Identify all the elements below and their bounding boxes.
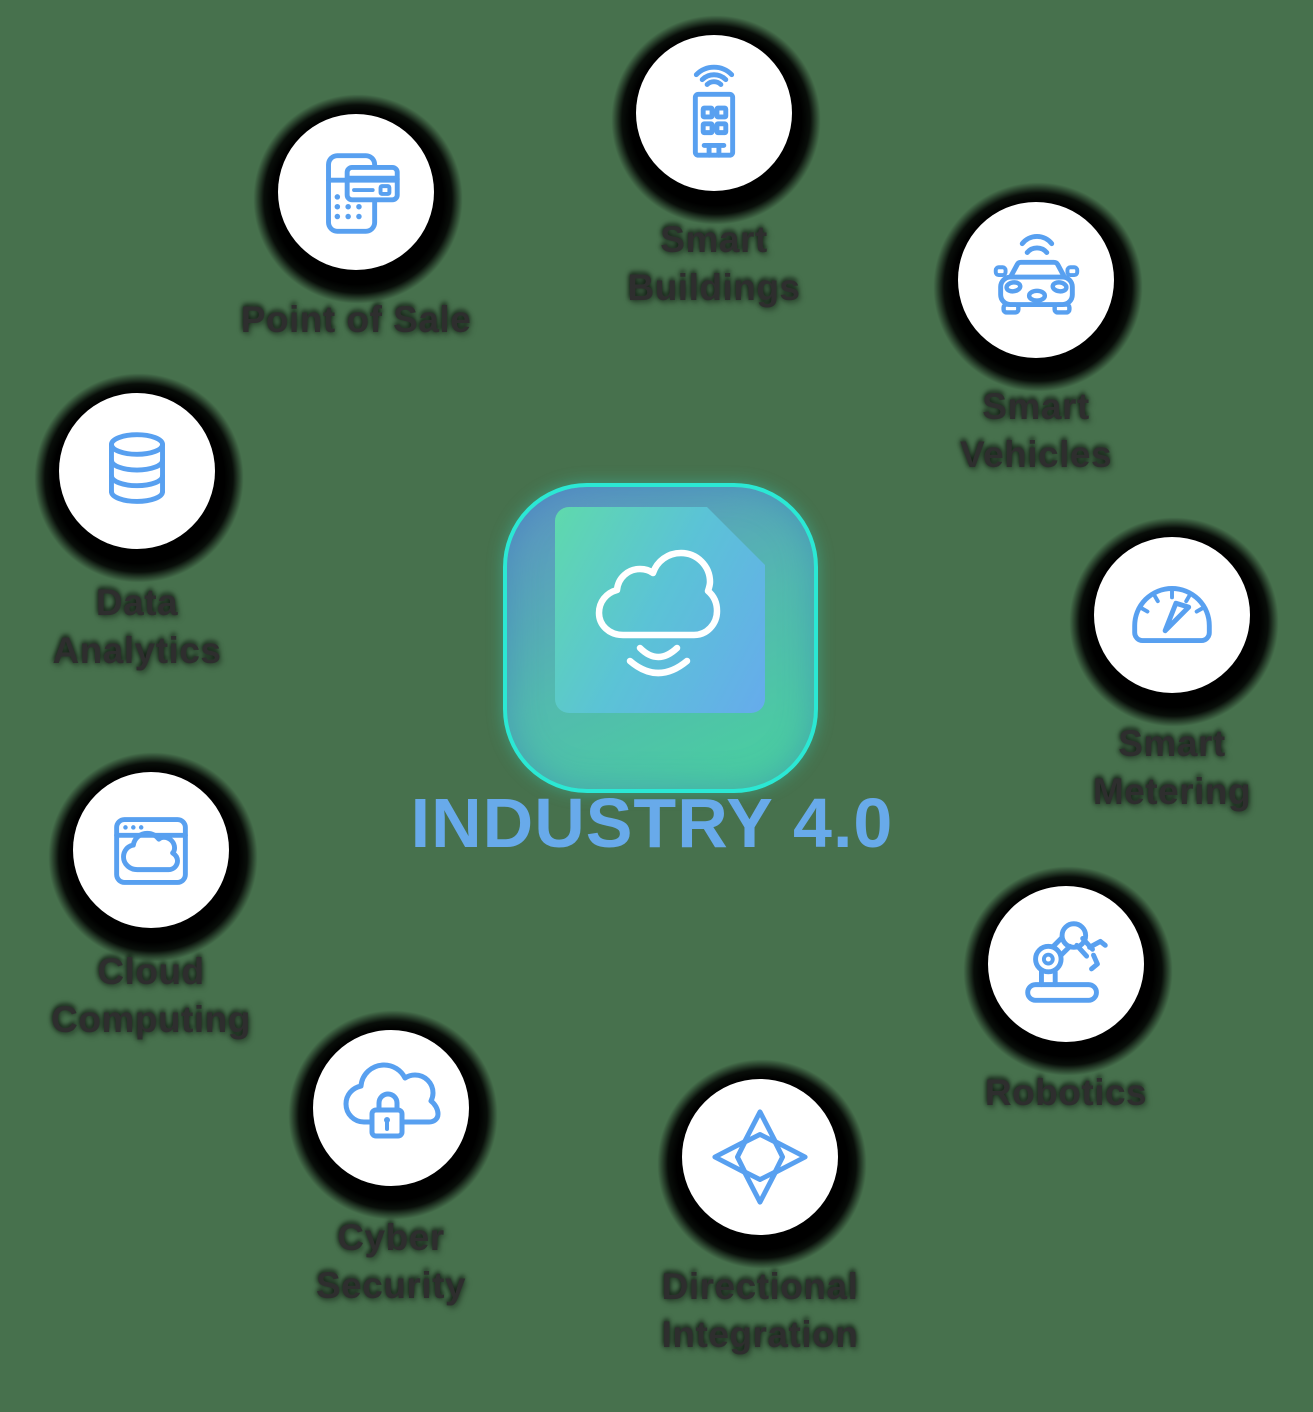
center-card — [555, 507, 765, 713]
compass-arrows-icon — [712, 1109, 808, 1205]
node-circle — [958, 202, 1114, 358]
node-label: Smart Vehicles — [959, 386, 1113, 475]
node-label: Directional Integration — [661, 1266, 859, 1355]
node-circle — [278, 114, 434, 270]
browser-cloud-icon — [114, 817, 188, 885]
center-title: INDUSTRY 4.0 — [410, 784, 894, 862]
node-label: Smart Metering — [1092, 723, 1252, 812]
node-circle — [59, 393, 215, 549]
node-circle — [1094, 537, 1250, 693]
node-circle — [73, 772, 229, 928]
node-label: Cyber Security — [315, 1217, 466, 1306]
car-wifi-icon — [993, 234, 1080, 315]
robot-arm-icon — [1025, 921, 1108, 1003]
node-circle — [313, 1030, 469, 1186]
node-label: Point of Sale — [240, 299, 472, 340]
node-circle — [682, 1079, 838, 1235]
gauge-icon — [1132, 586, 1212, 643]
node-label: Smart Buildings — [627, 219, 801, 308]
node-circle — [636, 35, 792, 191]
node-label: Robotics — [984, 1072, 1148, 1113]
pos-terminal-icon — [326, 153, 400, 234]
smart-building-icon — [692, 64, 736, 158]
node-label: Cloud Computing — [51, 951, 251, 1040]
cloud-lock-icon — [343, 1062, 441, 1139]
node-label: Data Analytics — [52, 582, 222, 671]
cloud-signal-icon — [595, 549, 721, 677]
node-circle — [988, 886, 1144, 1042]
database-icon — [109, 432, 165, 504]
